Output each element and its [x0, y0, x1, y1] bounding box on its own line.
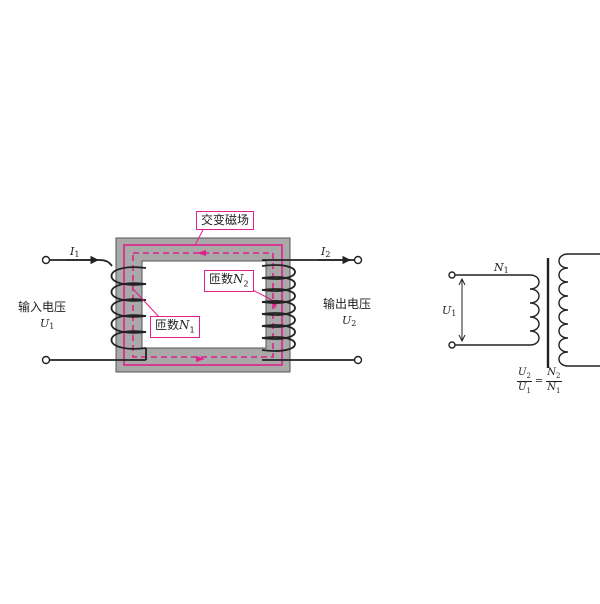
schematic-voltage-arrow: [458, 277, 466, 343]
input-current-symbol: I1: [70, 245, 80, 259]
terminal-in-top: [41, 255, 51, 265]
output-voltage-symbol: U2: [342, 314, 357, 328]
input-voltage-label: 输入电压: [18, 300, 67, 314]
transformer-core: [115, 237, 291, 373]
turns-ratio-equation: U2 U1 = N2 N1: [517, 367, 562, 395]
output-voltage-label: 输出电压: [323, 297, 372, 311]
schematic-turns-symbol: N1: [494, 261, 509, 275]
schematic-voltage-symbol: U1: [442, 304, 457, 318]
output-current-symbol: I2: [321, 245, 331, 259]
flux-arrow-top: [197, 250, 206, 256]
primary-winding: [46, 259, 147, 361]
terminal-out-top: [353, 255, 363, 265]
terminal-out-bottom: [353, 355, 363, 365]
terminal-in-bottom: [41, 355, 51, 365]
schematic-transformer: [448, 253, 600, 368]
flux-arrow-bottom: [196, 356, 205, 362]
alternating-field-label: 交变磁场: [196, 211, 255, 231]
terminals: [41, 255, 363, 365]
secondary-turns-label: 匝数N2: [204, 270, 254, 293]
primary-turns-label: 匝数N1: [150, 316, 200, 339]
input-voltage-symbol: U1: [40, 317, 55, 331]
